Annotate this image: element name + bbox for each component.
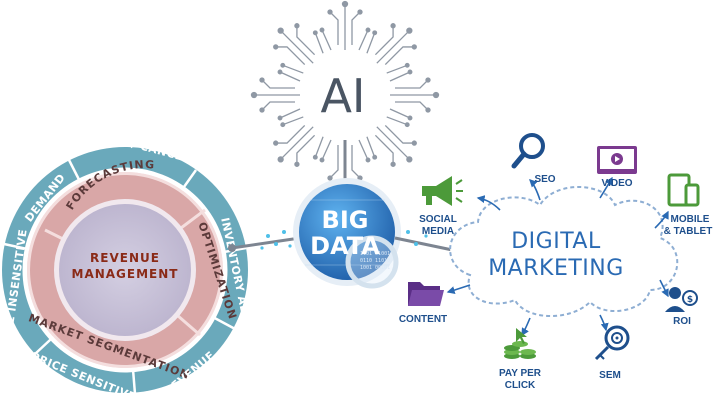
svg-text:1001 00101: 1001 00101 xyxy=(360,265,390,271)
sem-label: SEM xyxy=(599,370,621,381)
video-player-icon xyxy=(597,146,637,174)
roi-person-dollar-icon: $ xyxy=(665,287,698,312)
big-data-line1: BIG xyxy=(322,206,369,234)
big-data-badge: 1101 01001 0110 11010 1001 00101 BIG DAT… xyxy=(293,178,401,289)
ai-circuit-graphic xyxy=(250,0,440,190)
social-label-line2: MEDIA xyxy=(422,226,454,237)
magnifier-lens xyxy=(345,235,399,289)
social-label-line1: SOCIAL xyxy=(419,214,457,225)
ppc-label-line2: CLICK xyxy=(505,380,536,391)
svg-text:$: $ xyxy=(687,295,693,305)
revenue-management-wheel: REVENUE MANAGEMENT FORECASTING OPTIMIZAT… xyxy=(0,117,265,403)
social-media-item: SOCIAL MEDIA xyxy=(419,176,463,237)
roi-item: $ ROI xyxy=(665,287,698,327)
megaphone-icon xyxy=(422,176,463,206)
core-label-line1: REVENUE xyxy=(90,251,160,265)
ppc-label-line1: PAY PER xyxy=(499,368,542,379)
roi-label: ROI xyxy=(673,316,691,327)
mobile-label-line1: MOBILE xyxy=(671,214,710,225)
content-label: CONTENT xyxy=(399,314,447,325)
target-key-icon xyxy=(594,325,630,361)
svg-text:1101 01001: 1101 01001 xyxy=(360,251,390,257)
connector-left xyxy=(228,230,301,252)
video-item: VIDEO xyxy=(597,146,637,189)
magnifier-icon xyxy=(511,133,545,169)
coins-cursor-icon xyxy=(504,328,536,359)
mobile-tablet-item: MOBILE & TABLET xyxy=(664,173,713,237)
svg-text:0110 11010: 0110 11010 xyxy=(360,258,390,264)
big-data-line2: DATA xyxy=(310,232,380,260)
core-label-line2: MANAGEMENT xyxy=(72,267,179,281)
seo-item: SEO xyxy=(511,133,556,185)
sem-item: SEM xyxy=(594,325,630,381)
pay-per-click-item: PAY PER CLICK xyxy=(499,328,542,391)
digital-marketing-title-line1: DIGITAL xyxy=(511,229,601,254)
mobile-label-line2: & TABLET xyxy=(664,226,713,237)
folder-icon xyxy=(408,282,444,306)
digital-marketing-cloud: DIGITAL MARKETING xyxy=(446,176,679,337)
seo-label: SEO xyxy=(534,174,555,185)
content-item: CONTENT xyxy=(399,282,447,325)
digital-marketing-title-line2: MARKETING xyxy=(488,256,624,281)
video-label: VIDEO xyxy=(601,178,632,189)
mobile-tablet-icon xyxy=(667,173,700,207)
ai-label: AI xyxy=(320,69,365,123)
